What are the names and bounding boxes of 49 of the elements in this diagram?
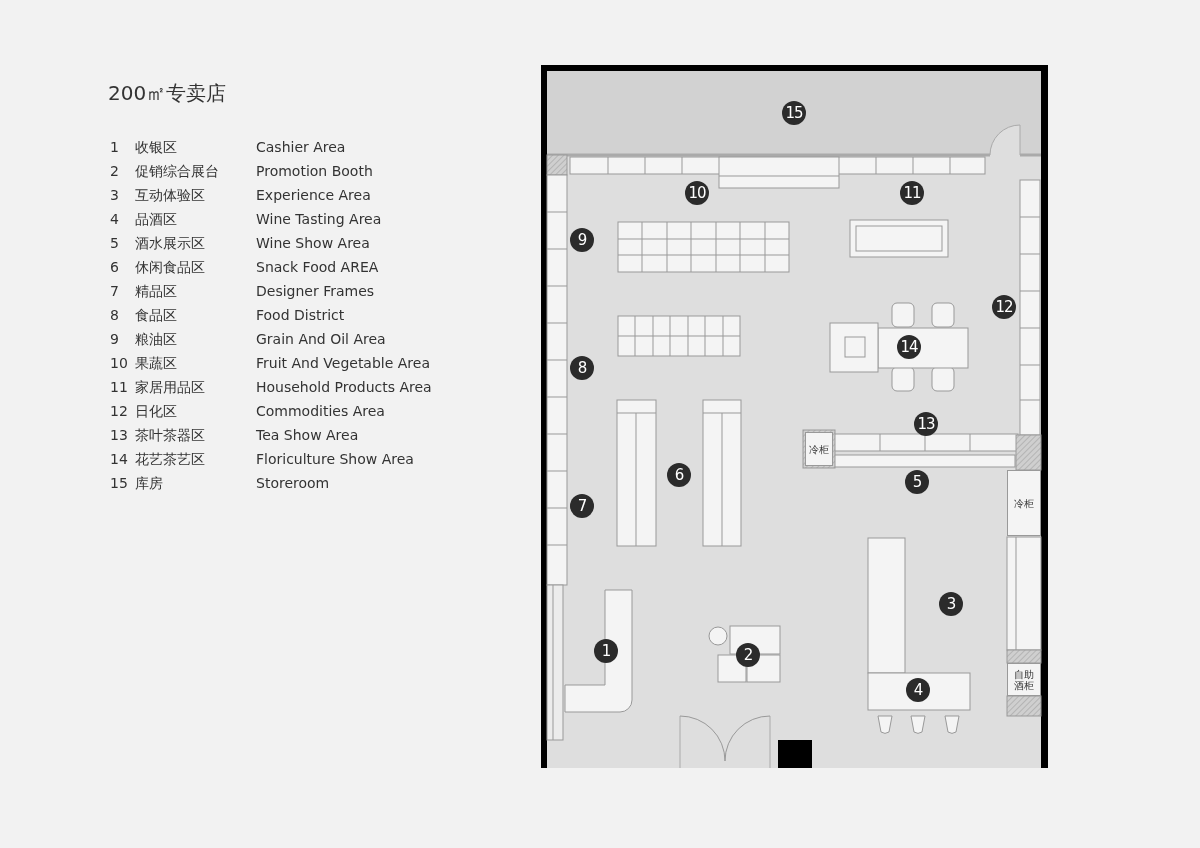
legend-number: 15 [110, 474, 128, 492]
legend-text: 酒水展示区 [135, 234, 205, 252]
legend-number: 8 [110, 306, 119, 324]
legend-text: Commodities Area [256, 402, 385, 420]
legend-text: 促销综合展台 [135, 162, 219, 180]
title: 200㎡专卖店 [108, 80, 227, 106]
legend-text: 精品区 [135, 282, 177, 300]
legend-text: Cashier Area [256, 138, 346, 156]
legend-text: 日化区 [135, 402, 177, 420]
legend-number: 11 [110, 378, 128, 396]
legend-text: 茶叶茶器区 [135, 426, 205, 444]
legend-text: 收银区 [135, 138, 177, 156]
legend-text: Storeroom [256, 474, 330, 492]
legend-text: 果蔬区 [135, 354, 177, 372]
legend-number: 3 [110, 186, 119, 204]
legend-number: 2 [110, 162, 119, 180]
cabinet-box: 自助酒柜 [1007, 663, 1041, 696]
legend-text: Grain And Oil Area [256, 330, 386, 348]
legend-number: 4 [110, 210, 119, 228]
legend-text: 库房 [135, 474, 163, 492]
legend-text: 家居用品区 [135, 378, 205, 396]
legend-text: 休闲食品区 [135, 258, 205, 276]
legend-text: 食品区 [135, 306, 177, 324]
legend-text: Household Products Area [256, 378, 432, 396]
legend-text: Food District [256, 306, 345, 324]
legend-text: 花艺茶艺区 [135, 450, 205, 468]
legend-number: 1 [110, 138, 119, 156]
legend-text: Designer Frames [256, 282, 375, 300]
cabinet-box: 冷柜 [805, 432, 833, 466]
legend-number: 9 [110, 330, 119, 348]
legend-text: Tea Show Area [256, 426, 359, 444]
legend-number: 6 [110, 258, 119, 276]
legend-text: 互动体验区 [135, 186, 205, 204]
legend-number: 7 [110, 282, 119, 300]
legend-text: 粮油区 [135, 330, 177, 348]
legend-text: Fruit And Vegetable Area [256, 354, 430, 372]
legend-number: 14 [110, 450, 128, 468]
legend-text: Snack Food AREA [256, 258, 379, 276]
legend-number: 10 [110, 354, 128, 372]
legend-number: 13 [110, 426, 128, 444]
legend-text: 品酒区 [135, 210, 177, 228]
legend-text: Experience Area [256, 186, 371, 204]
legend-text: Promotion Booth [256, 162, 373, 180]
legend-text: Wine Tasting Area [256, 210, 382, 228]
legend-number: 5 [110, 234, 119, 252]
legend-text: Wine Show Area [256, 234, 370, 252]
legend-text: Floriculture Show Area [256, 450, 414, 468]
cabinet-box: 冷柜 [1007, 470, 1041, 536]
legend-number: 12 [110, 402, 128, 420]
